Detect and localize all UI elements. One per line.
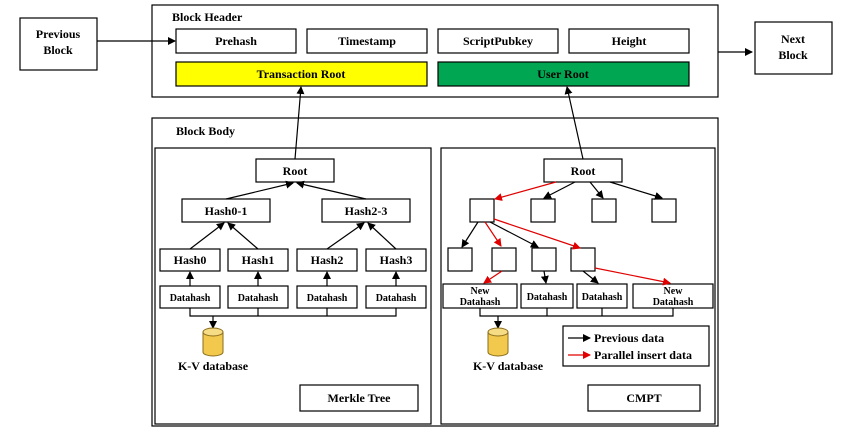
merkle-edge (326, 222, 365, 250)
cmpt-node (447, 247, 473, 272)
transaction-root-label: Transaction Root (257, 67, 346, 81)
cmpt-new-datahash-label-line1: New (664, 286, 684, 297)
cmpt-node (491, 247, 517, 272)
cmpt-parallel-edge (483, 270, 503, 284)
merkle-datahash2-label: Datahash (307, 293, 348, 304)
header-field-timestamp-label: Timestamp (338, 34, 396, 48)
cmpt-root-label: Root (571, 164, 596, 178)
user-root-label: User Root (537, 67, 588, 81)
next-block-label-line2: Block (778, 48, 808, 62)
cmpt-tree: Root New Datahash Datahash Datahash New … (442, 158, 714, 412)
cmpt-caption: CMPT (626, 391, 661, 405)
transaction-root-box (175, 61, 428, 87)
merkle-hash01-label: Hash0-1 (205, 204, 248, 218)
cmpt-node (469, 198, 495, 223)
merkle-edge (296, 180, 367, 200)
cmpt-node (570, 247, 596, 272)
cmpt-legend: Previous data Parallel insert data (562, 325, 710, 367)
merkle-hash1-label: Hash1 (242, 253, 275, 267)
merkle-tree: Root Hash0-1 Hash2-3 Hash0 Hash1 Hash2 H… (159, 158, 427, 412)
cmpt-parallel-edge (484, 221, 502, 247)
merkle-root-to-transaction-root-arrow (294, 86, 305, 160)
cmpt-parallel-edge (594, 267, 671, 286)
cmpt-new-datahash-label-line2: Datahash (460, 297, 501, 308)
block-body-title: Block Body (176, 124, 235, 138)
merkle-edge (367, 222, 397, 250)
cmpt-previous-edge (589, 181, 604, 199)
block-header-title: Block Header (172, 10, 243, 24)
merkle-hash0-label: Hash0 (174, 253, 207, 267)
merkle-datahash3-label: Datahash (376, 293, 417, 304)
cmpt-previous-edge (543, 181, 576, 199)
merkle-database-icon (202, 327, 224, 357)
previous-block-node: Previous Block (19, 17, 98, 71)
header-field-timestamp (306, 28, 428, 54)
cmpt-new-datahash-node (442, 283, 518, 309)
user-root-box (437, 61, 690, 87)
legend-parallel-label: Parallel insert data (594, 348, 692, 362)
cmpt-datahash-node (520, 283, 574, 309)
cmpt-root-to-user-root-arrow (564, 86, 584, 160)
cmpt-node (531, 247, 557, 272)
cmpt-new-datahash-label-line2: Datahash (653, 297, 694, 308)
cmpt-previous-edge (540, 270, 549, 284)
merkle-hash3-label: Hash3 (380, 253, 413, 267)
header-field-scriptpubkey (437, 28, 559, 54)
merkle-edge (225, 180, 294, 200)
cmpt-previous-edge (609, 181, 663, 200)
header-field-scriptpubkey-label: ScriptPubkey (463, 34, 533, 48)
cmpt-parallel-edge (494, 181, 557, 201)
header-field-height-label: Height (612, 34, 647, 48)
cmpt-new-datahash-label-line1: New (471, 286, 491, 297)
block-header: Block Header Prehash Timestamp ScriptPub… (151, 4, 719, 98)
cmpt-node (651, 198, 677, 223)
merkle-datahash1-label: Datahash (238, 293, 279, 304)
merkle-datahash0-label: Datahash (170, 293, 211, 304)
previous-block-label-line2: Block (43, 43, 73, 57)
merkle-database-label: K-V database (178, 359, 249, 373)
merkle-db-connector (189, 308, 397, 317)
merkle-edge (189, 222, 225, 250)
header-field-prehash-label: Prehash (215, 34, 257, 48)
merkle-tree-caption: Merkle Tree (328, 391, 392, 405)
cmpt-caption-box (587, 384, 701, 412)
merkle-root-label: Root (283, 164, 308, 178)
block-body: Block Body (151, 117, 719, 427)
cmpt-previous-edge (489, 221, 539, 248)
merkle-hash23-label: Hash2-3 (345, 204, 388, 218)
merkle-hash2-label: Hash2 (311, 253, 344, 267)
cmpt-datahash-label: Datahash (582, 292, 623, 303)
next-block-node: Next Block (754, 21, 833, 75)
cmpt-previous-edge (461, 221, 479, 248)
cmpt-node (591, 198, 617, 223)
cmpt-parallel-edge (493, 218, 581, 250)
header-field-prehash (175, 28, 297, 54)
cmpt-datahash-node (576, 283, 628, 309)
merkle-tree-panel (154, 147, 432, 425)
merkle-edge (227, 222, 259, 250)
cmpt-datahash-label: Datahash (527, 292, 568, 303)
previous-block-label-line1: Previous (36, 27, 81, 41)
cmpt-db-connector (479, 308, 674, 317)
legend-previous-label: Previous data (594, 331, 664, 345)
next-block-label-line1: Next (781, 32, 805, 46)
cmpt-database-label: K-V database (473, 359, 544, 373)
merkle-tree-caption-box (299, 384, 419, 412)
cmpt-panel (440, 147, 716, 425)
cmpt-node (530, 198, 556, 223)
header-field-height (568, 28, 690, 54)
cmpt-database-icon (487, 327, 509, 357)
cmpt-previous-edge (582, 270, 599, 284)
